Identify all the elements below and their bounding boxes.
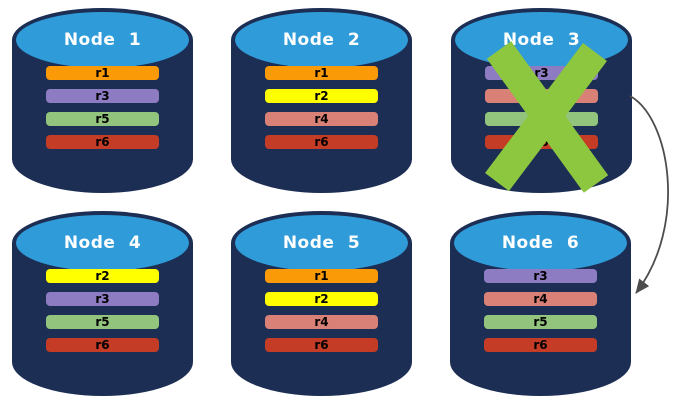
node-title: Node 1 [63, 30, 142, 50]
cylinder-top: Node 1 [12, 8, 193, 72]
node-cylinder-1: Node 1 r1 r3 r5 r6 [12, 8, 193, 195]
replica-bar: r5 [46, 112, 159, 126]
replica-label: r1 [95, 66, 110, 80]
cylinder-top: Node 6 [450, 211, 631, 275]
replica-label: r5 [533, 315, 548, 329]
node-title: Node 4 [63, 233, 142, 253]
replica-label: r4 [314, 315, 329, 329]
replica-label: r5 [95, 315, 110, 329]
replica-label: r2 [314, 89, 329, 103]
replica-bar: r2 [265, 292, 378, 306]
replica-bar: r1 [265, 269, 378, 283]
replica-bar: r6 [265, 338, 378, 352]
x-stroke [485, 42, 607, 192]
arrow-path [629, 95, 669, 294]
replica-label: r6 [314, 338, 329, 352]
cylinder-top: Node 2 [231, 8, 412, 72]
node-cylinder-5: Node 5 r1 r2 r4 r6 [231, 211, 412, 398]
replica-list: r3 r4 r5 r6 [484, 269, 597, 361]
replica-bar: r6 [46, 338, 159, 352]
replica-label: r1 [314, 66, 329, 80]
replica-bar: r6 [46, 135, 159, 149]
node-cylinder-6: Node 6 r3 r4 r5 r6 [450, 211, 631, 398]
node-cylinder-3: Node 3 r3 r4 r5 r6 [451, 8, 632, 195]
replica-bar: r1 [265, 66, 378, 80]
replica-label: r6 [95, 338, 110, 352]
replica-bar: r2 [265, 89, 378, 103]
replica-label: r1 [314, 269, 329, 283]
node-title: Node 6 [501, 233, 580, 253]
replica-bar: r3 [46, 89, 159, 103]
failure-x-icon [485, 41, 609, 193]
cylinder-top: Node 4 [12, 211, 193, 275]
replica-label: r6 [314, 135, 329, 149]
replica-bar: r5 [46, 315, 159, 329]
replica-bar: r3 [484, 269, 597, 283]
replica-list: r1 r2 r4 r6 [265, 269, 378, 361]
replica-bar: r4 [484, 292, 597, 306]
replica-label: r6 [95, 135, 110, 149]
replica-list: r2 r3 r5 r6 [46, 269, 159, 361]
replica-bar: r4 [265, 112, 378, 126]
cylinder-top: Node 5 [231, 211, 412, 275]
replica-bar: r5 [484, 315, 597, 329]
replica-label: r4 [533, 292, 548, 306]
replica-label: r2 [95, 269, 110, 283]
replica-bar: r6 [484, 338, 597, 352]
replica-bar: r6 [265, 135, 378, 149]
node-cylinder-2: Node 2 r1 r2 r4 r6 [231, 8, 412, 195]
replica-list: r1 r2 r4 r6 [265, 66, 378, 158]
replica-bar: r1 [46, 66, 159, 80]
replica-label: r5 [95, 112, 110, 126]
replica-label: r3 [533, 269, 548, 283]
node-title: Node 5 [282, 233, 361, 253]
replica-label: r3 [95, 292, 110, 306]
replica-bar: r2 [46, 269, 159, 283]
replica-label: r3 [534, 66, 549, 80]
node-cylinder-4: Node 4 r2 r3 r5 r6 [12, 211, 193, 398]
replica-label: r6 [533, 338, 548, 352]
node-title: Node 2 [282, 30, 361, 50]
replica-list: r1 r3 r5 r6 [46, 66, 159, 158]
replica-label: r4 [314, 112, 329, 126]
replica-label: r3 [95, 89, 110, 103]
replica-label: r2 [314, 292, 329, 306]
node-title: Node 3 [502, 30, 581, 50]
replica-bar: r4 [265, 315, 378, 329]
replica-bar: r3 [46, 292, 159, 306]
